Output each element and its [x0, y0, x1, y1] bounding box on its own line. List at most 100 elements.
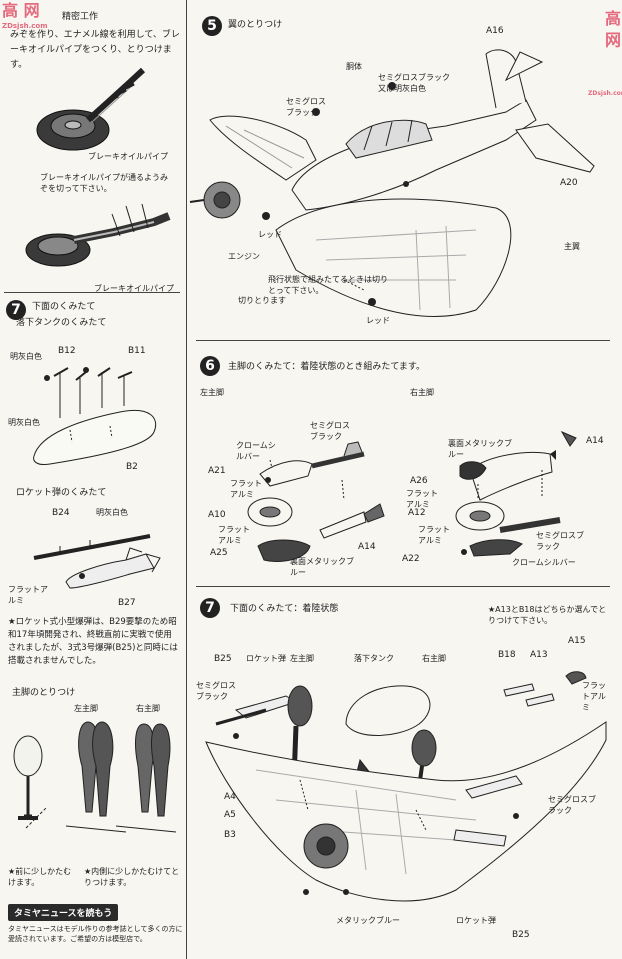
part-a20: A20 [560, 178, 578, 188]
part-b25-top: B25 [214, 654, 232, 664]
color-semi-black-step7-left: セミグロスブラック [196, 681, 236, 701]
divider-left-step7 [4, 292, 180, 293]
step6-left-gear-illustration [247, 441, 385, 562]
step5-aircraft-illustration [189, 49, 595, 317]
drop-tank-label: 落下タンク [354, 654, 394, 663]
part-a13: A13 [530, 650, 548, 660]
rocket-label-top: ロケット弾 [246, 654, 286, 663]
fuselage-label: 胴体 [346, 62, 362, 71]
note-tilt-inward: ★内側に少しかたむけてとりつけます。 [84, 867, 180, 887]
watermark-url: ZDsjsh.com [2, 22, 48, 30]
watermark-side-text: 高 网 [602, 10, 621, 48]
part-b2: B2 [126, 462, 138, 472]
tamiya-news-banner: タミヤニュースを読もう [8, 904, 119, 921]
step5-title: 翼のとりつけ [228, 20, 283, 30]
drop-tank-illustration [33, 367, 156, 465]
part-a16: A16 [486, 26, 504, 36]
part-a12: A12 [408, 508, 426, 518]
step6-left-gear-label: 左主脚 [200, 388, 224, 397]
color-metal-blue-right: 裏面メタリックブルー [448, 439, 512, 459]
part-a15: A15 [568, 636, 586, 646]
tamiya-news-text: タミヤニュースはモデル作りの参考誌として多くの方に愛読されています。ご希望の方は… [8, 925, 183, 943]
color-semi-black-or-gray: セミグロスブラック又は明灰白色 [378, 73, 450, 93]
step6-title: 主脚のくみたて：着陸状態のとき組みたてます。 [228, 362, 426, 372]
gear-mount-subtitle: 主脚のとりつけ [12, 688, 76, 698]
color-semi-black-step6-right: セミグロスブラック [536, 531, 584, 551]
color-flat-alu-1: フラットアルミ [230, 479, 262, 499]
note-tilt-forward: ★前に少しかたむけます。 [8, 867, 72, 887]
cut-groove-note: ブレーキオイルパイプが通るようみぞを切って下さい。 [40, 173, 168, 193]
brake-pipe-label-1: ブレーキオイルパイプ [88, 152, 168, 161]
step6-number: 6 [200, 356, 220, 376]
gear-mount-illustration [13, 721, 177, 833]
intro-body: みぞを作り、エナメル線を利用して、ブレーキオイルパイプをつくり、とりつけます。 [10, 30, 180, 70]
color-light-gray-b: 明灰白色 [8, 418, 40, 427]
flight-state-note: 飛行状態で組みたてるときは切りとって下さい。 [268, 275, 388, 295]
brake-illustration-2 [25, 203, 171, 267]
color-metal-blue-left: 裏面メタリックブルー [290, 557, 354, 577]
step6-right-gear-label: 右主脚 [410, 388, 434, 397]
step7-aircraft-illustration [205, 671, 607, 902]
right-gear-label-step7: 右主脚 [422, 654, 446, 663]
color-flat-alu-4: フラットアルミ [418, 525, 450, 545]
a13-b18-note: ★A13とB18はどちらか選んでとりつけて下さい。 [488, 605, 607, 625]
part-a21: A21 [208, 466, 226, 476]
rocket-illustration [33, 534, 161, 589]
part-b24: B24 [52, 508, 70, 518]
color-flat-alu-rocket: フラットアルミ [8, 585, 48, 605]
watermark-side: 高 网 [600, 10, 621, 48]
rocket-label-bottom: ロケット弾 [456, 916, 496, 925]
rocket-subtitle: ロケット弾のくみたて [16, 488, 107, 498]
color-flat-alu-step7: フラットアルミ [582, 681, 606, 712]
color-flat-alu-2: フラットアルミ [218, 525, 250, 545]
red-label-2: レッド [366, 316, 390, 325]
color-semi-black-step6-left: セミグロスブラック [310, 421, 350, 441]
part-a4: A4 [224, 792, 236, 802]
part-b27: B27 [118, 598, 136, 608]
cut-off-label: 切りとります [238, 296, 286, 305]
step7-left-title: 下面のくみたて [32, 302, 96, 312]
column-divider [186, 0, 187, 959]
divider-step5-step6 [196, 340, 610, 341]
step6-right-gear-illustration [455, 430, 577, 557]
color-light-gray-a: 明灰白色 [10, 352, 42, 361]
part-a25: A25 [210, 548, 228, 558]
gear-label-right: 右主脚 [136, 704, 160, 713]
watermark-url-side: ZDsjsh.com [588, 90, 622, 97]
part-a10: A10 [208, 510, 226, 520]
part-b12: B12 [58, 346, 76, 356]
part-b11: B11 [128, 346, 146, 356]
part-b3: B3 [224, 830, 236, 840]
main-wing-label: 主翼 [564, 242, 580, 251]
drop-tank-subtitle: 落下タンクのくみたて [16, 318, 107, 328]
rocket-history-note: ★ロケット式小型爆弾は、B29要撃のため昭和17年頃開発され、終戦直前に実戦で使… [8, 617, 178, 666]
color-chrome-silver-left: クロームシルバー [236, 441, 276, 461]
gear-label-left: 左主脚 [74, 704, 98, 713]
brake-pipe-label-2: ブレーキオイルパイプ [94, 284, 174, 293]
color-chrome-silver-right: クロームシルバー [512, 558, 576, 567]
step7-main-title: 下面のくみたて：着陸状態 [230, 604, 339, 614]
part-b25-bottom: B25 [512, 930, 530, 940]
color-light-gray-c: 明灰白色 [96, 508, 128, 517]
watermark-logo: 高 网 [2, 2, 40, 20]
engine-label: エンジン [228, 252, 260, 261]
part-a14-left: A14 [358, 542, 376, 552]
part-a14-right: A14 [586, 436, 604, 446]
color-flat-alu-3: フラットアルミ [406, 489, 438, 509]
color-semi-black-step5: セミグロスブラック [286, 97, 326, 117]
divider-step6-step7 [196, 586, 610, 587]
part-a5: A5 [224, 810, 236, 820]
part-a26: A26 [410, 476, 428, 486]
intro-title: 精密工作 [62, 12, 99, 22]
brake-illustration-1 [36, 67, 146, 151]
step7-main-number: 7 [200, 598, 220, 618]
red-label-1: レッド [258, 230, 282, 239]
watermark-line1: 高 网 [2, 1, 40, 20]
step7-left-number: 7 [6, 300, 26, 320]
color-semi-black-step7-right: セミグロスブラック [548, 795, 596, 815]
step5-number: 5 [202, 16, 222, 36]
color-metallic-blue-step7: メタリックブルー [336, 916, 400, 925]
left-gear-label-step7: 左主脚 [290, 654, 314, 663]
part-a22: A22 [402, 554, 420, 564]
part-b18: B18 [498, 650, 516, 660]
